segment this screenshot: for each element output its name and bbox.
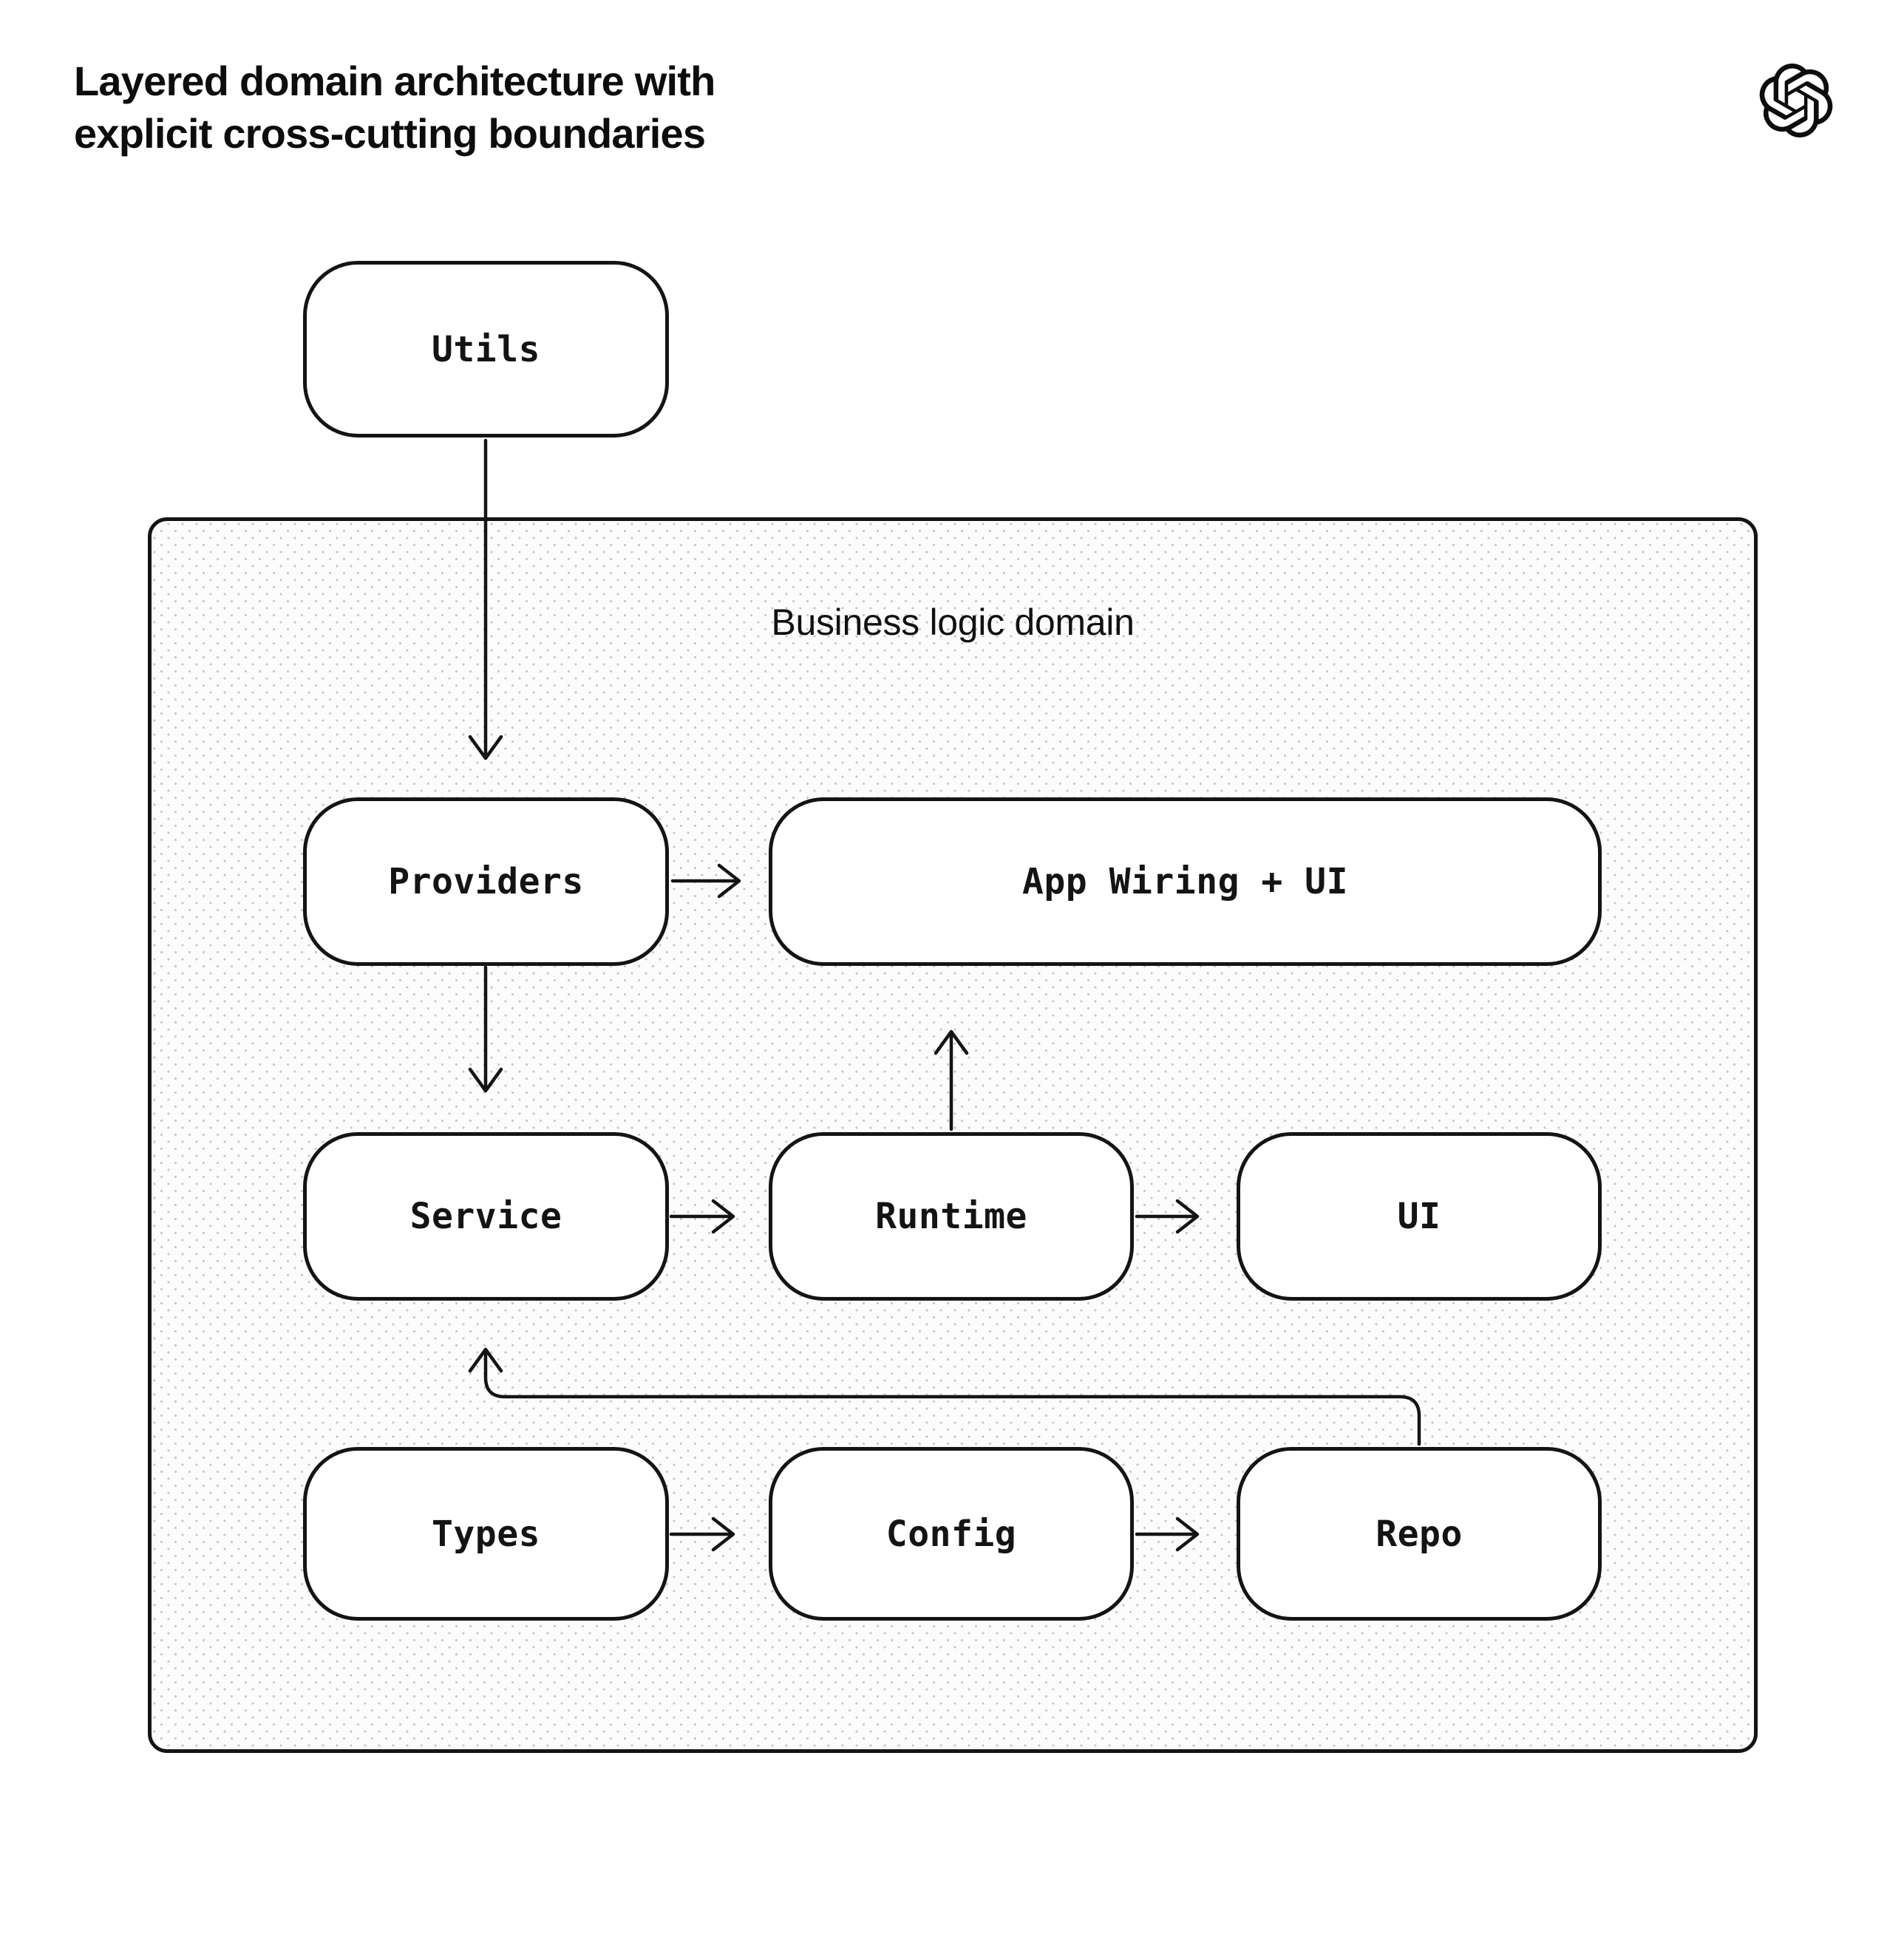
node-repo: Repo [1237, 1447, 1602, 1621]
node-config-label: Config [885, 1513, 1017, 1555]
node-types-label: Types [432, 1513, 540, 1555]
node-utils: Utils [303, 261, 669, 437]
node-repo-label: Repo [1376, 1513, 1463, 1555]
node-runtime: Runtime [769, 1132, 1134, 1301]
page-title-line1: Layered domain architecture with [74, 58, 715, 104]
node-runtime-label: Runtime [875, 1196, 1027, 1237]
node-utils-label: Utils [432, 328, 540, 370]
node-app-wiring-ui: App Wiring + UI [769, 797, 1602, 966]
page-title: Layered domain architecture with explici… [74, 55, 715, 160]
node-ui: UI [1237, 1132, 1602, 1301]
node-app-wiring-ui-label: App Wiring + UI [1022, 861, 1348, 902]
node-providers-label: Providers [388, 861, 584, 902]
node-providers: Providers [303, 797, 669, 966]
node-service: Service [303, 1132, 669, 1301]
node-config: Config [769, 1447, 1134, 1621]
domain-label: Business logic domain [771, 602, 1135, 643]
node-ui-label: UI [1397, 1196, 1441, 1237]
page-title-line2: explicit cross-cutting boundaries [74, 110, 706, 157]
node-types: Types [303, 1447, 669, 1621]
node-service-label: Service [409, 1196, 562, 1237]
openai-logo-icon [1759, 64, 1833, 137]
